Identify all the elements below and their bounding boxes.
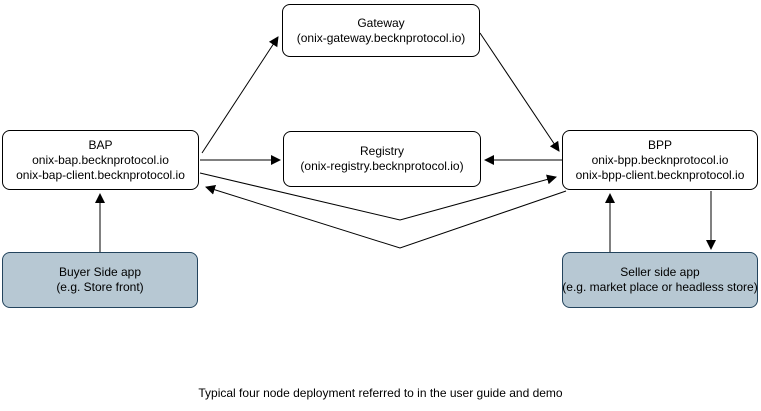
bpp-url: onix-bpp.becknprotocol.io — [591, 152, 729, 167]
bap-title: BAP — [88, 137, 113, 152]
node-seller-side-app: Seller side app (e.g. market place or he… — [562, 252, 758, 308]
node-bpp: BPP onix-bpp.becknprotocol.io onix-bpp-c… — [562, 130, 758, 190]
edge-bap-to-gateway — [201, 36, 279, 154]
node-bap: BAP onix-bap.becknprotocol.io onix-bap-c… — [2, 130, 199, 190]
bpp-title: BPP — [647, 137, 672, 152]
edge-bpp-to-bap — [205, 184, 567, 249]
buyer-app-subtitle: (e.g. Store front) — [56, 280, 144, 294]
bap-client-url: onix-bap-client.becknprotocol.io — [16, 167, 185, 182]
node-gateway: Gateway (onix-gateway.becknprotocol.io) — [282, 4, 480, 57]
gateway-title: Gateway — [357, 15, 405, 30]
bap-url: onix-bap.becknprotocol.io — [32, 152, 169, 167]
node-registry: Registry (onix-registry.becknprotocol.io… — [283, 131, 481, 187]
diagram-caption: Typical four node deployment referred to… — [198, 386, 563, 400]
registry-url: (onix-registry.becknprotocol.io) — [300, 159, 464, 173]
seller-app-subtitle: (e.g. market place or headless store) — [562, 280, 758, 294]
buyer-app-title: Buyer Side app — [58, 265, 142, 279]
gateway-url: (onix-gateway.becknprotocol.io) — [296, 30, 466, 45]
seller-app-title: Seller side app — [620, 265, 700, 279]
edge-gateway-to-bpp — [479, 32, 560, 152]
registry-title: Registry — [359, 144, 404, 158]
bpp-client-url: onix-bpp-client.becknprotocol.io — [575, 167, 745, 182]
node-buyer-side-app: Buyer Side app (e.g. Store front) — [2, 252, 198, 308]
